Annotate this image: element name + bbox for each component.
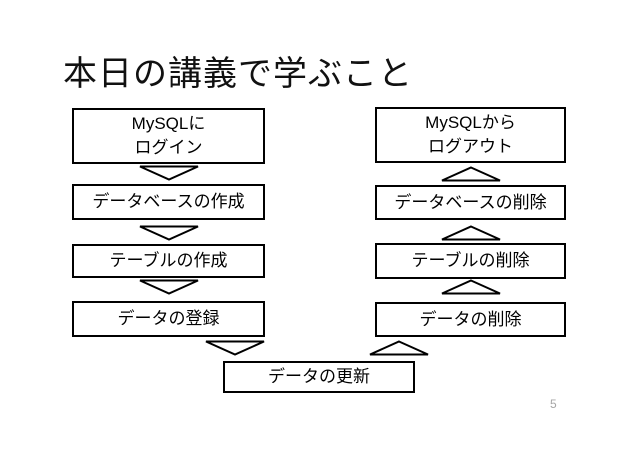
flow-box-delete-table-label: テーブルの削除 — [411, 251, 530, 270]
flow-box-mysql-logout: MySQLから ログアウト — [375, 107, 566, 163]
flow-box-register-data: データの登録 — [72, 301, 265, 337]
up-arrow-icon — [441, 279, 501, 295]
flow-box-mysql-login-line2: ログイン — [134, 138, 203, 157]
up-arrow-icon — [441, 225, 501, 241]
flow-box-mysql-login-line1: MySQLに — [131, 114, 206, 133]
flow-box-update-data-label: データの更新 — [268, 367, 370, 386]
flow-box-create-database: データベースの作成 — [72, 184, 265, 220]
flow-box-register-data-label: データの登録 — [117, 309, 220, 328]
flow-box-create-database-label: データベースの作成 — [92, 192, 245, 211]
flow-box-delete-table: テーブルの削除 — [375, 243, 566, 279]
flow-box-delete-data: データの削除 — [375, 302, 566, 337]
flow-box-create-table-label: テーブルの作成 — [109, 251, 228, 270]
down-arrow-icon — [139, 279, 199, 295]
page-number: 5 — [550, 397, 557, 411]
page-title: 本日の講義で学ぶこと — [63, 55, 413, 93]
flow-box-delete-database-label: データベースの削除 — [394, 192, 547, 212]
down-arrow-icon — [139, 225, 199, 241]
flow-box-delete-data-label: データの削除 — [419, 309, 522, 329]
flow-box-update-data: データの更新 — [223, 361, 415, 393]
up-arrow-icon — [369, 340, 429, 356]
flow-box-create-table: テーブルの作成 — [72, 244, 265, 278]
down-arrow-icon — [205, 340, 265, 356]
up-arrow-icon — [441, 166, 501, 182]
flow-box-mysql-logout-line1: MySQLから — [425, 113, 516, 132]
flow-box-mysql-logout-line2: ログアウト — [428, 137, 513, 156]
down-arrow-icon — [139, 165, 199, 181]
flow-box-delete-database: データベースの削除 — [375, 185, 566, 220]
flow-box-mysql-login: MySQLに ログイン — [72, 108, 265, 164]
